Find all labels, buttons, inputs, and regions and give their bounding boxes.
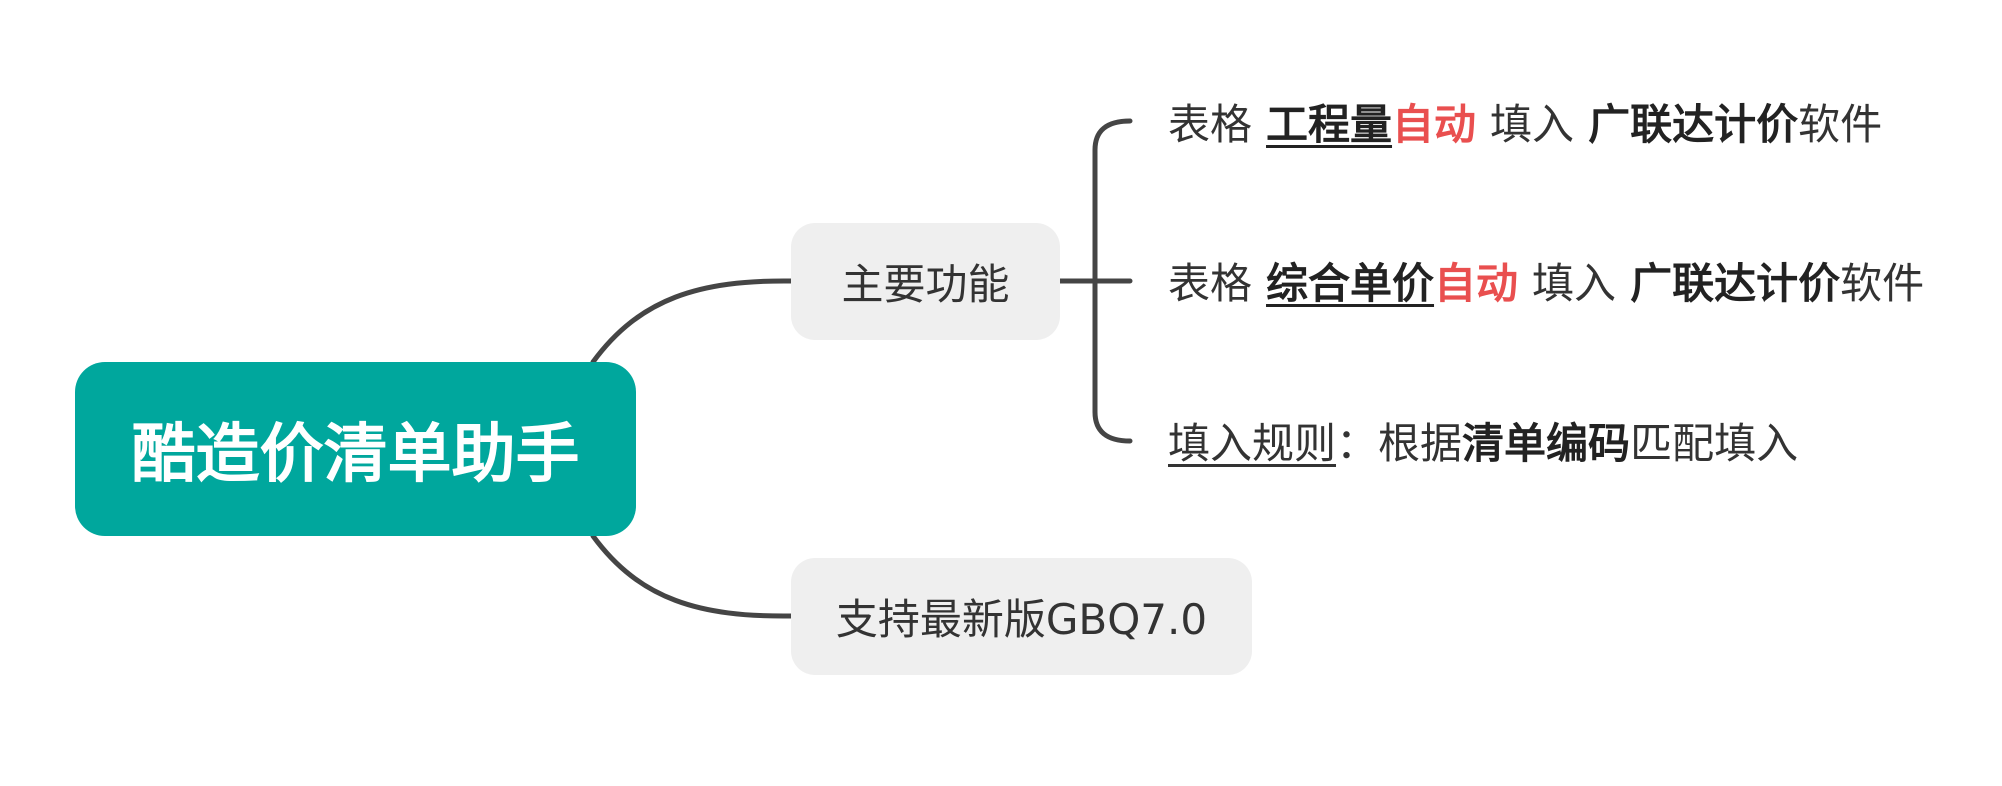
leaf-prefix: 表格: [1168, 258, 1253, 308]
leaf-auto-highlight: 自动: [1434, 258, 1519, 308]
leaf-rule-text: 根据: [1378, 418, 1463, 468]
leaf-action: 填入: [1532, 258, 1617, 308]
root-to-features-connector: [590, 278, 794, 365]
leaf-auto-highlight: 自动: [1392, 99, 1477, 149]
leaf-key-term: 综合单价: [1266, 258, 1435, 308]
leaf-key-term: 工程量: [1266, 99, 1393, 149]
branch-gbq-support-label: 支持最新版GBQ7.0: [835, 595, 1208, 644]
leaf-prefix: 表格: [1168, 99, 1253, 149]
leaf-action: 填入: [1490, 99, 1575, 149]
leaf-rule-text-end: 匹配填入: [1630, 418, 1799, 468]
root-to-support-connector: [590, 533, 794, 619]
leaf-rule-title: 填入规则: [1168, 418, 1337, 468]
leaf-rule-colon: ：: [1336, 418, 1379, 468]
leaf-software: 广联达计价: [1630, 258, 1841, 308]
leaf-quantity-autofill[interactable]: 表格 工程量自动 填入 广联达计价软件: [1168, 86, 1882, 156]
root-topic[interactable]: 酷造价清单助手: [75, 362, 636, 536]
branch-main-features-label: 主要功能: [841, 260, 1010, 309]
branch-main-features[interactable]: 主要功能: [791, 223, 1060, 340]
leaf-unit-price-autofill[interactable]: 表格 综合单价自动 填入 广联达计价软件: [1168, 245, 1924, 315]
leaf-software: 广联达计价: [1588, 99, 1799, 149]
root-topic-label: 酷造价清单助手: [131, 418, 580, 492]
branch-gbq-support[interactable]: 支持最新版GBQ7.0: [791, 558, 1252, 675]
leaf-suffix: 软件: [1798, 99, 1883, 149]
leaf-suffix: 软件: [1840, 258, 1925, 308]
leaf-fill-rule[interactable]: 填入规则：根据清单编码匹配填入: [1168, 405, 1798, 475]
leaf-rule-key: 清单编码: [1462, 418, 1631, 468]
